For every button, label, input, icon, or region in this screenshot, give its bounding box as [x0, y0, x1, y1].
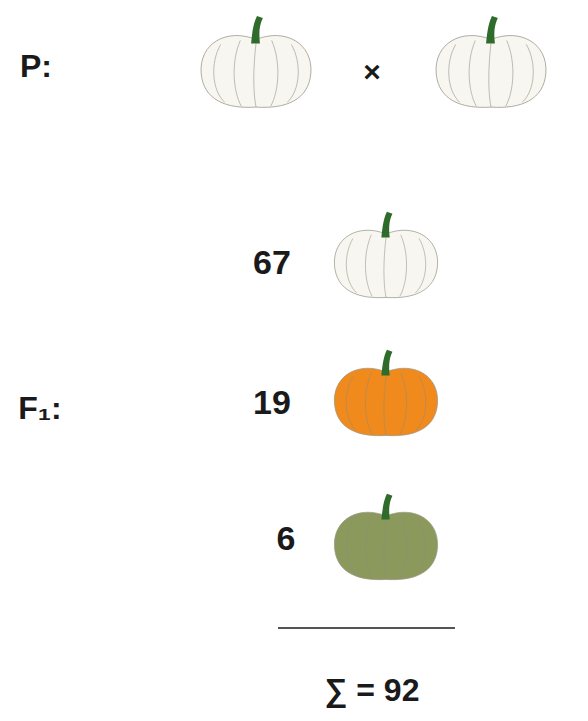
white-pumpkin [201, 16, 311, 107]
white-pumpkin [436, 16, 546, 107]
count-number: 67 [253, 245, 291, 279]
generation-label: F₁: [18, 392, 61, 424]
orange-pumpkin [334, 350, 437, 436]
green-pumpkin [334, 494, 437, 580]
count-number: 19 [253, 385, 291, 419]
generation-label: P: [20, 50, 52, 82]
white-pumpkin [334, 212, 437, 298]
sum-line [278, 627, 455, 629]
sum-total: ∑ = 92 [325, 674, 420, 706]
count-number: 6 [277, 521, 296, 555]
cross-symbol: × [363, 57, 381, 87]
